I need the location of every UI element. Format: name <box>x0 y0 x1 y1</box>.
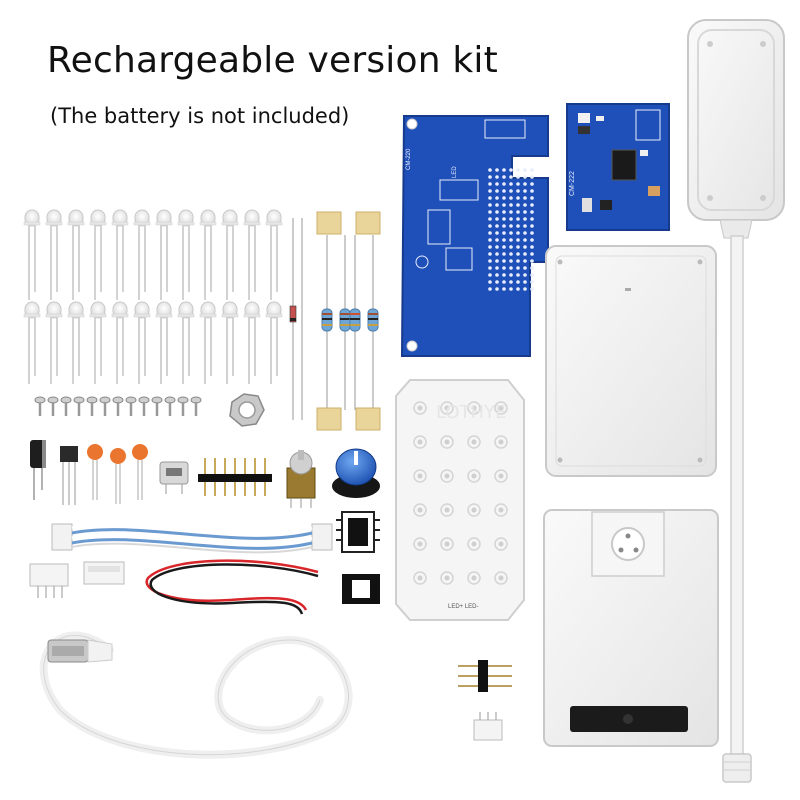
usb-cable-icon <box>39 631 353 759</box>
lamp-head-case <box>687 19 785 783</box>
screw-icon <box>73 396 85 416</box>
pcb-led-label: LED <box>452 166 458 178</box>
screw-icon <box>112 396 124 416</box>
led-icon <box>221 209 239 300</box>
nut-icon <box>229 393 265 427</box>
led-board-label: LED+ LED- <box>448 604 479 610</box>
wire-icon <box>145 559 319 615</box>
led-icon <box>177 209 195 300</box>
transistor-icon <box>60 446 78 505</box>
led-icon <box>89 301 107 384</box>
header-pin-icon <box>458 660 512 692</box>
led-icon <box>155 209 173 300</box>
led-icon <box>155 301 173 384</box>
led-row-bottom <box>23 301 283 384</box>
resistor-icon <box>367 308 379 332</box>
header-pin-icon <box>198 458 272 496</box>
screw-icon <box>47 396 59 416</box>
led-icon <box>133 301 151 384</box>
ic-socket-icon <box>342 574 380 604</box>
screw-icon <box>138 396 150 416</box>
usb-socket <box>159 461 189 494</box>
screw-icon <box>177 396 189 416</box>
main-pcb: CM-220 LED <box>400 115 549 357</box>
led-icon <box>265 301 283 384</box>
led-icon <box>243 301 261 384</box>
diode-icon <box>289 305 297 323</box>
pcb-label: CM-220 <box>406 148 412 170</box>
page-subtitle: (The battery is not included) <box>50 104 350 128</box>
charger-pcb: CM-222 <box>566 103 670 231</box>
led-icon <box>265 209 283 300</box>
led-icon <box>199 209 217 300</box>
led-icon <box>243 209 261 300</box>
led-icon <box>23 209 41 300</box>
led-board: LED+ LED- LOTHYE <box>395 379 525 621</box>
led-icon <box>199 301 217 384</box>
page-title: Rechargeable version kit <box>47 40 498 81</box>
connector-icon <box>83 561 125 585</box>
led-row-top <box>23 209 283 300</box>
led-icon <box>221 301 239 384</box>
screw-icon <box>34 396 46 416</box>
screw-row <box>34 396 202 416</box>
connector-icon <box>29 563 69 598</box>
ceramic-capacitors <box>87 444 148 504</box>
screw-icon <box>190 396 202 416</box>
connector-icon <box>473 712 503 741</box>
electrolytic-capacitor <box>30 440 46 500</box>
screw-icon <box>86 396 98 416</box>
screw-icon <box>60 396 72 416</box>
screw-icon <box>125 396 137 416</box>
knob-icon <box>332 448 380 498</box>
led-icon <box>89 209 107 300</box>
ribbon-wire <box>51 523 333 554</box>
resistor-icon <box>339 308 351 332</box>
resistor-icon <box>321 308 333 332</box>
led-icon <box>111 301 129 384</box>
enclosure-back <box>545 245 717 477</box>
resistor-icon <box>349 308 361 332</box>
long-wire-resistors <box>289 211 381 431</box>
led-icon <box>23 301 41 384</box>
potentiometer-icon <box>286 450 316 508</box>
enclosure-front <box>543 509 719 747</box>
screw-icon <box>99 396 111 416</box>
led-icon <box>133 209 151 300</box>
led-icon <box>177 301 195 384</box>
charger-label: CM-222 <box>569 171 576 196</box>
screw-icon <box>164 396 176 416</box>
led-icon <box>45 209 63 300</box>
led-icon <box>67 301 85 384</box>
led-icon <box>45 301 63 384</box>
led-icon <box>111 209 129 300</box>
screw-icon <box>151 396 163 416</box>
watermark: LOTHYE <box>436 402 506 423</box>
led-icon <box>67 209 85 300</box>
ic-chip-icon <box>336 511 380 553</box>
